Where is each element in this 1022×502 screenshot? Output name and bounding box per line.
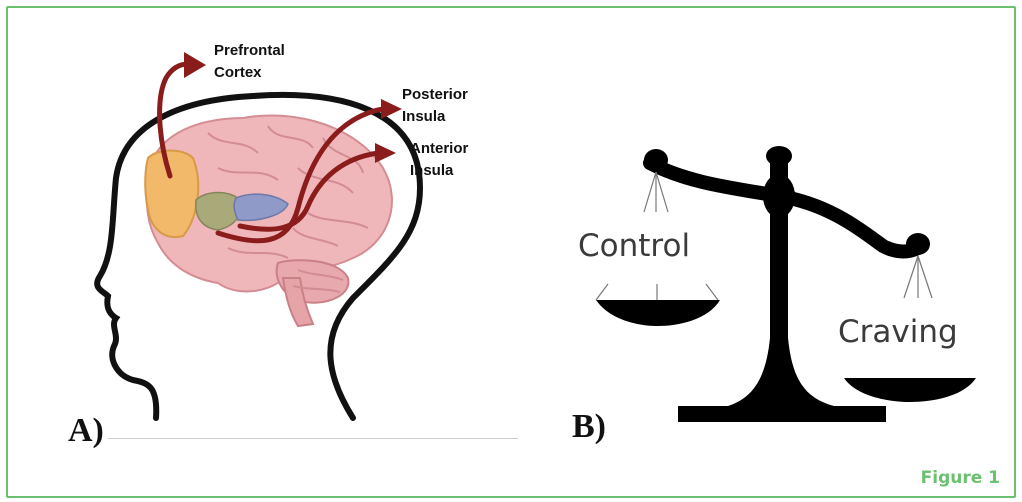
scale-hub bbox=[763, 174, 795, 218]
label-posterior-insula: Posterior Insula bbox=[402, 84, 468, 128]
label-craving: Craving bbox=[838, 314, 958, 350]
figure-caption: Figure 1 bbox=[921, 468, 1000, 488]
panel-b-scale-diagram: Control Craving B) bbox=[538, 8, 1014, 496]
arrowhead-prefrontal bbox=[184, 52, 206, 78]
arrowhead-anterior bbox=[375, 143, 396, 163]
panel-a-baseline bbox=[108, 438, 518, 439]
beam-left-end bbox=[644, 149, 668, 171]
label-prefrontal-cortex: Prefrontal Cortex bbox=[214, 40, 285, 84]
scale-base bbox=[678, 406, 886, 422]
label-control: Control bbox=[578, 228, 690, 264]
label-anterior-insula: Anterior Insula bbox=[410, 138, 468, 182]
panel-a-letter: A) bbox=[68, 412, 104, 450]
right-scale-pan bbox=[844, 378, 976, 402]
right-pan-strings bbox=[904, 256, 932, 298]
panel-b-letter: B) bbox=[572, 408, 606, 446]
left-scale-pan bbox=[596, 300, 720, 326]
arrowhead-posterior bbox=[381, 99, 402, 119]
figure-frame: Prefrontal Cortex Posterior Insula Anter… bbox=[6, 6, 1016, 498]
prefrontal-cortex-region bbox=[145, 151, 198, 238]
beam-right-end bbox=[906, 233, 930, 255]
scale-pedestal bbox=[728, 338, 834, 406]
panel-a-brain-diagram: Prefrontal Cortex Posterior Insula Anter… bbox=[8, 8, 538, 496]
